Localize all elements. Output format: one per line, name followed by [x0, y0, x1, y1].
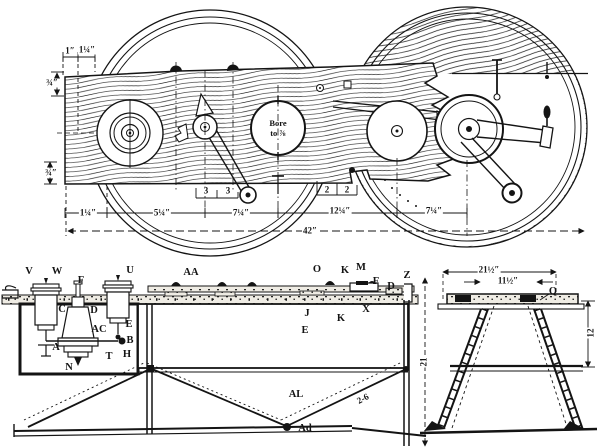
part-label: F [372, 275, 380, 287]
crank-mechanism [174, 92, 257, 204]
dimension-label: 1¼″ [77, 44, 97, 55]
pulley-assembly [332, 59, 554, 207]
part-label: B [126, 334, 134, 346]
part-label: U [126, 264, 134, 276]
part-label: V [25, 265, 33, 277]
part-label: O [312, 263, 322, 275]
crank-handle [539, 125, 554, 149]
part-label: E [301, 324, 309, 336]
part-label: D [387, 280, 395, 292]
part-label: AC [91, 323, 107, 335]
z-bracket [404, 283, 413, 303]
frame-box [137, 303, 409, 369]
slide-rod [147, 285, 415, 293]
part-label: H [122, 348, 132, 360]
dimension-label: 5¼″ [152, 207, 172, 218]
dimension-label: 2 [323, 184, 331, 195]
legs [436, 305, 584, 431]
dimension-label: ¾″ [45, 77, 59, 88]
truss [13, 361, 427, 437]
dimension-label: 12 [585, 327, 596, 339]
part-label: C [58, 303, 66, 315]
dimension-label: 3 [224, 185, 232, 196]
dimension-label: 21 [418, 356, 429, 368]
side-elevation-view [1, 275, 429, 447]
part-label: E [125, 318, 133, 330]
dimension-label: ¾″ [44, 167, 58, 178]
part-label: J [304, 307, 310, 319]
part-label: M [356, 261, 366, 273]
part-label: AL [288, 388, 304, 400]
part-label: Q [548, 285, 558, 297]
dimension-label: 12¼″ [328, 205, 352, 216]
part-label: Ad [298, 422, 312, 434]
apparatus-chamber [18, 275, 140, 376]
dimension-label: 7¼″ [424, 205, 444, 216]
top-view-dimension-lines [44, 52, 585, 236]
dimension-label: 7¼″ [231, 207, 251, 218]
part-label: D [90, 304, 98, 316]
dimension-label: 3 [202, 185, 210, 196]
part-label: F [77, 274, 85, 286]
left-hub [57, 99, 164, 168]
dimension-label: 1″ [64, 45, 76, 56]
dimension-label: 11½″ [496, 275, 520, 286]
top-plan-view: Bore to ⅞ [44, 6, 588, 257]
dimension-label: 1¼″ [78, 207, 98, 218]
dimension-label: 21½″ [477, 264, 501, 275]
part-label: N [65, 361, 73, 373]
bore-text-line1: Bore [269, 118, 287, 128]
part-label: K [340, 264, 350, 276]
part-label: T [105, 350, 113, 362]
part-label: W [51, 265, 63, 277]
dimension-label: 2 [343, 184, 351, 195]
part-label: K [336, 312, 346, 324]
dimension-label: 42″ [302, 225, 318, 236]
part-label: Z [403, 269, 411, 281]
part-label: AA [183, 266, 199, 278]
part-label: A [52, 341, 60, 353]
rod-clips [171, 281, 377, 286]
part-label: X [362, 303, 370, 315]
end-elevation-view [419, 268, 598, 435]
